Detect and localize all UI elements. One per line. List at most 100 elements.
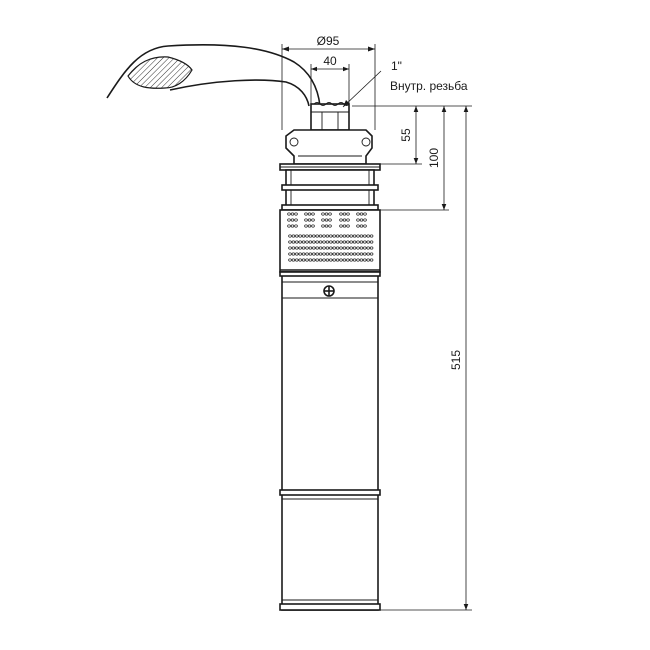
intake-hole <box>322 234 326 238</box>
intake-hole <box>363 218 367 222</box>
intake-hole <box>325 258 330 262</box>
intake-hole <box>369 246 374 250</box>
intake-hole <box>356 258 360 262</box>
thread-callout: 1" Внутр. резьба <box>342 59 468 108</box>
intake-hole <box>315 258 319 262</box>
intake-hole <box>295 258 299 262</box>
intake-hole <box>322 252 326 256</box>
thread-type-label: Внутр. резьба <box>390 79 468 93</box>
height-top-label: 100 <box>427 148 441 168</box>
intake-hole <box>329 234 333 238</box>
intake-hole <box>356 252 360 256</box>
diameter-inner-label: 40 <box>323 54 337 68</box>
intake-hole <box>342 234 347 238</box>
intake-hole <box>321 224 325 228</box>
intake-hole <box>315 234 319 238</box>
intake-hole <box>318 252 323 256</box>
intake-hole <box>359 224 364 228</box>
intake-hole <box>322 240 326 244</box>
intake-hole <box>369 240 374 244</box>
intake-hole <box>359 212 364 216</box>
intake-hole <box>346 212 350 216</box>
intake-hole <box>298 240 302 244</box>
intake-hole <box>346 246 350 250</box>
right-bolt-icon <box>361 137 371 147</box>
dimension-515: 515 <box>449 106 469 610</box>
intake-hole <box>339 252 343 256</box>
intake-hole <box>308 234 313 238</box>
intake-hole <box>287 218 291 222</box>
intake-hole <box>349 252 353 256</box>
intake-hole <box>312 258 316 262</box>
intake-hole <box>290 218 295 222</box>
intake-hole <box>312 252 316 256</box>
intake-hole <box>339 240 343 244</box>
intake-hole <box>318 246 323 250</box>
intake-hole <box>363 240 367 244</box>
intake-hole <box>318 234 323 238</box>
intake-holes <box>287 212 374 262</box>
intake-hole <box>287 212 291 216</box>
intake-hole <box>308 252 313 256</box>
intake-hole <box>288 252 292 256</box>
intake-hole <box>290 224 295 228</box>
intake-hole <box>356 218 360 222</box>
intake-hole <box>328 224 332 228</box>
intake-hole <box>352 234 357 238</box>
intake-hole <box>311 212 315 216</box>
intake-hole <box>366 258 370 262</box>
intake-hole <box>349 258 353 262</box>
intake-hole <box>363 258 367 262</box>
pump-cage <box>281 169 379 211</box>
diameter-outer-label: Ø95 <box>317 34 340 48</box>
intake-hole <box>346 218 350 222</box>
intake-hole <box>301 246 306 250</box>
dimension-55: 55 <box>399 106 419 164</box>
intake-hole <box>322 258 326 262</box>
intake-hole <box>294 224 298 228</box>
intake-hole <box>356 240 360 244</box>
intake-hole <box>298 258 302 262</box>
left-bolt-icon <box>289 137 299 147</box>
intake-hole <box>356 246 360 250</box>
intake-hole <box>322 246 326 250</box>
intake-hole <box>329 258 333 262</box>
intake-hole <box>301 240 306 244</box>
intake-hole <box>305 252 309 256</box>
intake-hole <box>359 246 364 250</box>
intake-hole <box>305 234 309 238</box>
intake-hole <box>307 224 312 228</box>
intake-hole <box>291 234 296 238</box>
intake-hole <box>315 246 319 250</box>
intake-hole <box>291 240 296 244</box>
intake-hole <box>298 246 302 250</box>
intake-hole <box>298 234 302 238</box>
intake-hole <box>294 218 298 222</box>
intake-hole <box>324 212 329 216</box>
intake-hole <box>363 212 367 216</box>
outlet-nut <box>310 102 350 131</box>
intake-hole <box>335 258 340 262</box>
pump-body <box>279 271 381 611</box>
intake-hole <box>308 246 313 250</box>
intake-hole <box>305 246 309 250</box>
height-total-label: 515 <box>449 350 463 370</box>
intake-hole <box>291 258 296 262</box>
intake-hole <box>288 240 292 244</box>
intake-hole <box>359 234 364 238</box>
intake-hole <box>304 218 308 222</box>
intake-hole <box>301 258 306 262</box>
dimension-100: 100 <box>427 106 447 210</box>
intake-hole <box>325 234 330 238</box>
intake-hole <box>332 252 336 256</box>
intake-hole <box>352 252 357 256</box>
intake-hole <box>349 246 353 250</box>
intake-hole <box>359 252 364 256</box>
intake-hole <box>294 212 298 216</box>
intake-hole <box>363 252 367 256</box>
cable-cut-hatch <box>127 56 193 89</box>
intake-hole <box>352 246 357 250</box>
intake-hole <box>366 234 370 238</box>
intake-hole <box>346 252 350 256</box>
intake-hole <box>366 246 370 250</box>
